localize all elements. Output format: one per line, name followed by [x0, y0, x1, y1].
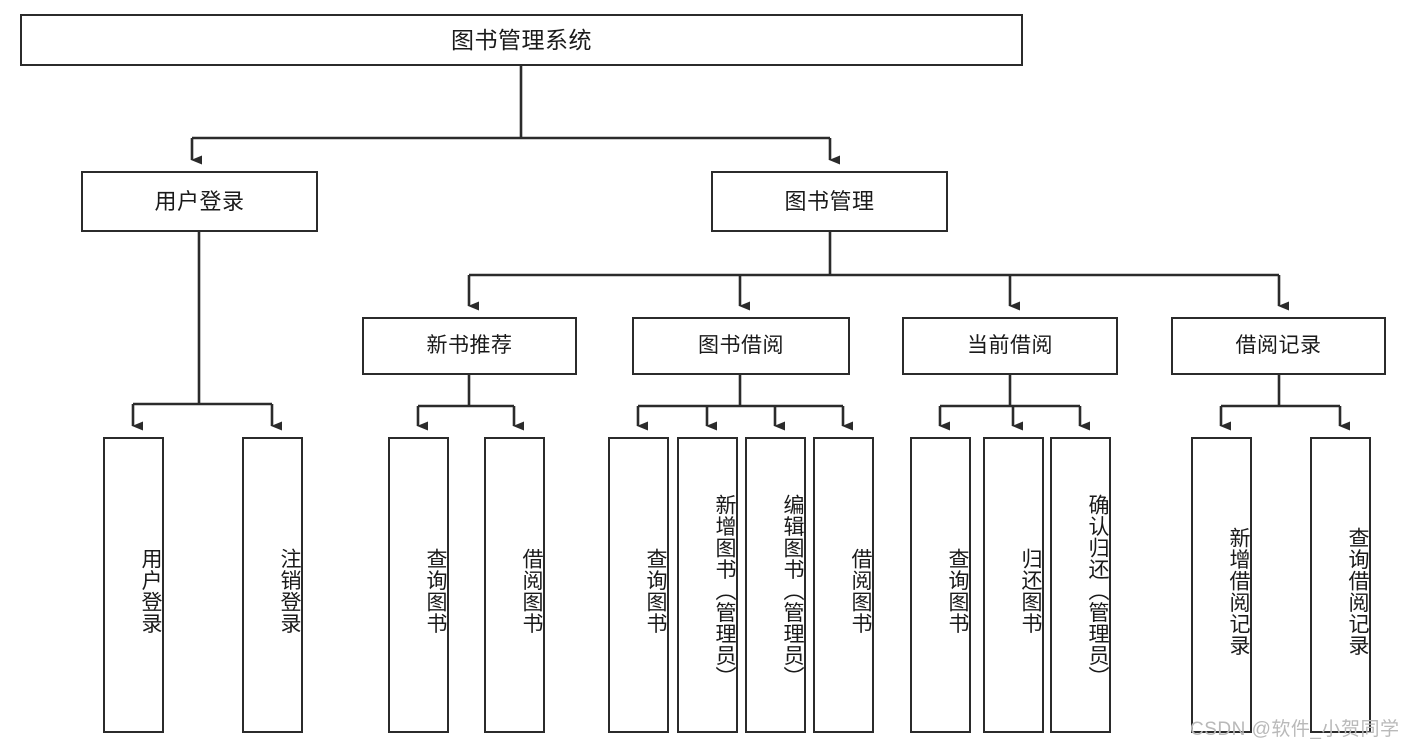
- node-leaf-query-record-label: 查询借阅记录: [1346, 526, 1369, 656]
- node-leaf-return-book[interactable]: 归还图书: [983, 437, 1044, 733]
- node-borrow-record[interactable]: 借阅记录: [1171, 317, 1386, 375]
- node-current-borrow-label: 当前借阅: [967, 333, 1053, 357]
- node-leaf-confirm-return-label: 确认归还（管理员）: [1086, 494, 1109, 688]
- node-root-label: 图书管理系统: [451, 26, 592, 53]
- node-leaf-user-login-label: 用户登录: [139, 548, 162, 634]
- node-leaf-query-book-1[interactable]: 查询图书: [388, 437, 449, 733]
- node-leaf-query-record[interactable]: 查询借阅记录: [1310, 437, 1371, 733]
- node-leaf-query-book-2-label: 查询图书: [644, 548, 667, 634]
- node-new-book-rec[interactable]: 新书推荐: [362, 317, 577, 375]
- node-leaf-add-record-label: 新增借阅记录: [1227, 526, 1250, 656]
- node-leaf-borrow-book-1[interactable]: 借阅图书: [484, 437, 545, 733]
- node-leaf-borrow-book-2-label: 借阅图书: [849, 548, 872, 634]
- node-leaf-confirm-return[interactable]: 确认归还（管理员）: [1050, 437, 1111, 733]
- csdn-watermark: CSDN @软件_小贺同学: [1190, 719, 1400, 740]
- node-leaf-return-book-label: 归还图书: [1019, 548, 1042, 634]
- node-leaf-query-book-1-label: 查询图书: [424, 548, 447, 634]
- node-book-borrow-label: 图书借阅: [698, 333, 784, 357]
- node-leaf-query-book-2[interactable]: 查询图书: [608, 437, 669, 733]
- node-leaf-logout[interactable]: 注销登录: [242, 437, 303, 733]
- node-leaf-edit-book[interactable]: 编辑图书（管理员）: [745, 437, 806, 733]
- node-user-login[interactable]: 用户登录: [81, 171, 318, 232]
- node-leaf-add-record[interactable]: 新增借阅记录: [1191, 437, 1252, 733]
- node-leaf-add-book[interactable]: 新增图书（管理员）: [677, 437, 738, 733]
- node-leaf-user-login[interactable]: 用户登录: [103, 437, 164, 733]
- node-root[interactable]: 图书管理系统: [20, 14, 1023, 66]
- node-leaf-query-book-3-label: 查询图书: [946, 548, 969, 634]
- node-leaf-borrow-book-2[interactable]: 借阅图书: [813, 437, 874, 733]
- node-leaf-logout-label: 注销登录: [278, 548, 301, 634]
- node-book-borrow[interactable]: 图书借阅: [632, 317, 850, 375]
- node-user-login-label: 用户登录: [154, 188, 245, 214]
- node-leaf-edit-book-label: 编辑图书（管理员）: [781, 494, 804, 688]
- node-borrow-record-label: 借阅记录: [1235, 333, 1322, 357]
- node-book-manage-label: 图书管理: [784, 188, 875, 214]
- node-current-borrow[interactable]: 当前借阅: [902, 317, 1118, 375]
- node-book-manage[interactable]: 图书管理: [711, 171, 948, 232]
- edge-group-root: [131, 66, 1350, 431]
- node-new-book-rec-label: 新书推荐: [426, 333, 513, 357]
- node-leaf-query-book-3[interactable]: 查询图书: [910, 437, 971, 733]
- node-leaf-add-book-label: 新增图书（管理员）: [713, 494, 736, 688]
- node-leaf-borrow-book-1-label: 借阅图书: [520, 548, 543, 634]
